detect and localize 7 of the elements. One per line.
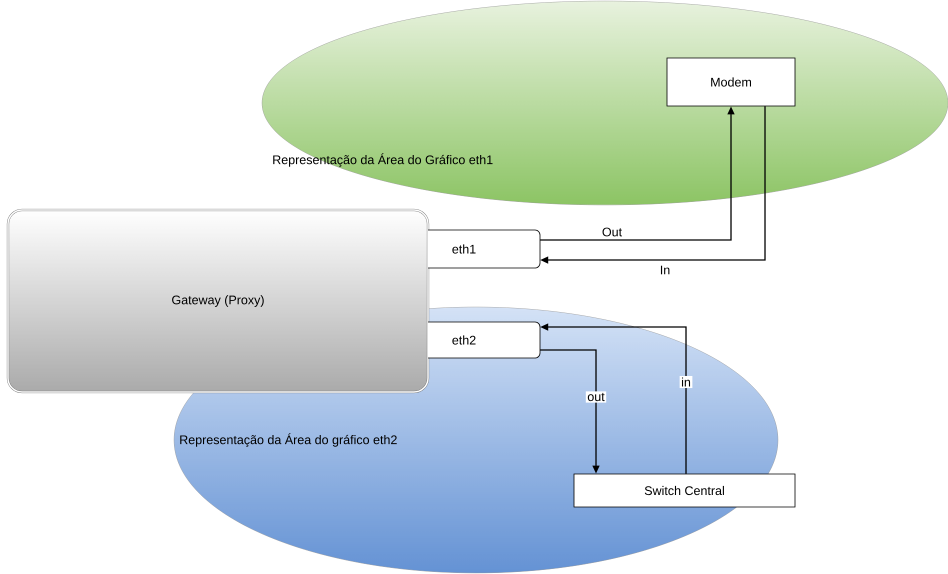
gateway-box: Gateway (Proxy) bbox=[6, 208, 430, 394]
edge-label: In bbox=[658, 264, 672, 276]
device-box: Switch Central bbox=[574, 474, 796, 508]
edge-label: Out bbox=[600, 226, 624, 238]
port-box: eth1 bbox=[428, 230, 540, 268]
device-box: Modem bbox=[666, 58, 796, 106]
edge-label: in bbox=[680, 376, 692, 388]
